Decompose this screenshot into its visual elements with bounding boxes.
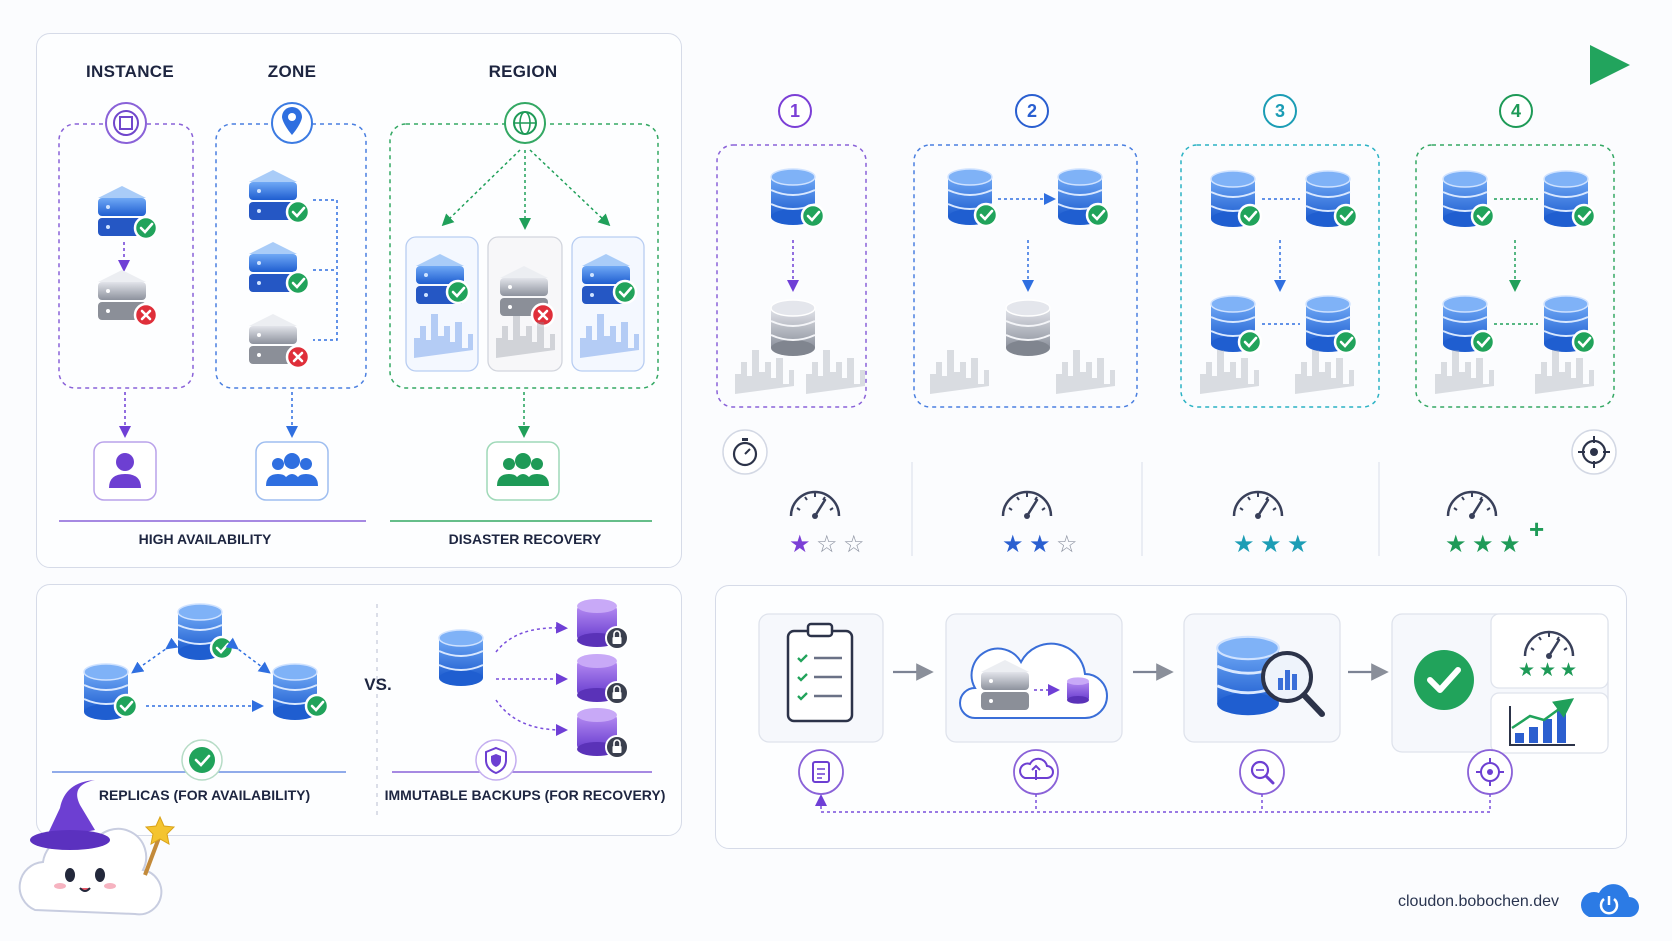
instance-zone-box xyxy=(58,123,194,389)
city-skyline-icon xyxy=(1056,350,1115,394)
check-badge-icon xyxy=(1085,202,1111,228)
instance-label: INSTANCE xyxy=(85,62,175,81)
fail-badge-icon xyxy=(133,302,159,328)
star-filled-icon: ★ xyxy=(1029,530,1051,558)
stopwatch-icon xyxy=(722,429,768,475)
region-label: REGION xyxy=(488,62,558,81)
team-icon xyxy=(486,441,560,501)
replicas-caption: REPLICAS (FOR AVAILABILITY) xyxy=(98,787,311,803)
check-badge-icon xyxy=(1237,329,1263,355)
shield-icon xyxy=(475,739,517,781)
db-inspection-card xyxy=(1183,613,1341,743)
step-4-box xyxy=(1415,144,1615,408)
disaster-recovery-caption: DISASTER RECOVERY xyxy=(448,531,602,547)
star-filled-icon: ★ xyxy=(1002,530,1024,558)
single-user-icon xyxy=(93,441,157,501)
star-filled-icon: ★ xyxy=(1539,659,1557,681)
step-1-badge: 1 xyxy=(778,94,812,128)
check-badge-icon xyxy=(209,635,235,661)
star-filled-icon: ★ xyxy=(789,530,811,558)
immutable-backups-caption: IMMUTABLE BACKUPS (FOR RECOVERY) xyxy=(384,787,666,803)
step-2-badge: 2 xyxy=(1015,94,1049,128)
feedback-loop-arrow xyxy=(815,794,1491,813)
check-badge-icon xyxy=(800,203,826,229)
star-empty-icon: ☆ xyxy=(843,530,865,558)
check-badge-icon xyxy=(1470,203,1496,229)
city-skyline-icon xyxy=(1435,350,1494,394)
check-badge-icon xyxy=(304,693,330,719)
standby-db-icon xyxy=(1005,299,1051,357)
star-empty-icon: ☆ xyxy=(816,530,838,558)
city-skyline-icon xyxy=(735,350,794,394)
city-skyline-icon xyxy=(1535,350,1594,394)
speed-gauge-icon xyxy=(1446,490,1498,521)
city-skyline-icon xyxy=(930,350,989,394)
step-4-badge: 4 xyxy=(1499,94,1533,128)
star-empty-icon: ☆ xyxy=(1056,530,1078,558)
step-2-box xyxy=(913,144,1138,408)
brand-cloud-icon xyxy=(1581,884,1639,917)
region-box xyxy=(389,123,659,389)
speed-gauge-icon xyxy=(789,490,841,521)
source-db-icon xyxy=(438,629,484,687)
clipboard-checklist-icon[interactable] xyxy=(798,749,844,795)
team-icon xyxy=(255,441,329,501)
checklist-card xyxy=(758,613,884,743)
fail-badge-icon xyxy=(285,344,311,370)
star-filled-icon: ★ xyxy=(1287,530,1309,558)
star-filled-icon: ★ xyxy=(1518,659,1536,681)
target-icon[interactable] xyxy=(1467,749,1513,795)
step-1-box xyxy=(716,144,867,408)
lock-icon xyxy=(605,626,629,650)
check-badge-icon xyxy=(133,215,159,241)
lock-icon xyxy=(605,735,629,759)
check-badge-icon xyxy=(973,202,999,228)
zone-label: ZONE xyxy=(267,62,317,81)
wizard-cloud-mascot xyxy=(18,780,176,916)
check-badge-icon xyxy=(1333,329,1359,355)
check-badge-icon xyxy=(1237,203,1263,229)
scope-icon-zone xyxy=(271,102,313,144)
speed-gauge-icon xyxy=(1001,490,1053,521)
speed-gauge-icon xyxy=(1232,490,1284,521)
cloud-backup-card xyxy=(945,613,1123,743)
city-skyline-icon xyxy=(806,350,865,394)
check-badge-icon xyxy=(445,279,471,305)
star-filled-icon: ★ xyxy=(1499,530,1521,558)
star-filled-icon: ★ xyxy=(1560,659,1578,681)
check-badge-icon xyxy=(285,199,311,225)
check-badge-icon xyxy=(1333,203,1359,229)
step-3-box xyxy=(1180,144,1380,408)
scope-icon-instance xyxy=(105,102,147,144)
check-badge-icon xyxy=(285,270,311,296)
high-availability-caption: HIGH AVAILABILITY xyxy=(138,531,272,547)
city-skyline-icon xyxy=(1295,350,1354,394)
check-badge-icon xyxy=(612,279,638,305)
check-badge-icon xyxy=(113,693,139,719)
star-filled-icon: ★ xyxy=(1445,530,1467,558)
target-icon xyxy=(1571,429,1617,475)
scope-icon-region xyxy=(504,102,546,144)
standby-db-icon xyxy=(770,299,816,357)
replicas-check-icon xyxy=(181,739,223,781)
magnifier-chart-icon[interactable] xyxy=(1239,749,1285,795)
star-filled-icon: ★ xyxy=(1472,530,1494,558)
star-filled-icon: ★ xyxy=(1260,530,1282,558)
site-url[interactable]: cloudon.bobochen.dev xyxy=(1398,893,1560,910)
check-badge-icon xyxy=(1571,203,1597,229)
lock-icon xyxy=(605,681,629,705)
versus-label: VS. xyxy=(364,675,392,694)
city-skyline-icon xyxy=(1200,350,1259,394)
success-card xyxy=(1391,613,1609,754)
star-filled-icon: ★ xyxy=(1233,530,1255,558)
check-badge-icon xyxy=(1470,329,1496,355)
cloud-upload-icon[interactable] xyxy=(1013,749,1059,795)
step-3-badge: 3 xyxy=(1263,94,1297,128)
check-badge-icon xyxy=(1571,329,1597,355)
plus-icon: + xyxy=(1529,514,1545,544)
